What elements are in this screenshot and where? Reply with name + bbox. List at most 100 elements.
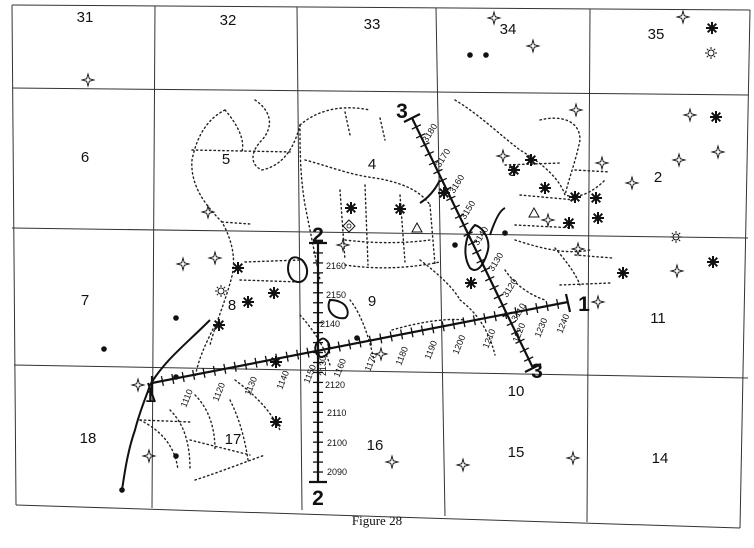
asterisk-icon: [464, 276, 478, 290]
profile-tick: [467, 240, 478, 246]
sparkle-star-icon: [541, 213, 555, 227]
profile-tick: [160, 375, 164, 387]
asterisk-icon: [393, 202, 407, 216]
tick-label: 2150: [326, 290, 346, 300]
tick-label: 3130: [486, 251, 505, 273]
profile-tick: [420, 325, 424, 336]
profile-tick: [202, 367, 206, 378]
asterisk-icon: [591, 211, 605, 225]
tick-label: 3110: [509, 301, 528, 323]
sparkle-star-icon: [496, 149, 510, 163]
profile-tick: [545, 301, 549, 312]
profile-tick: [348, 339, 352, 350]
sparkle-star-icon: [711, 145, 725, 159]
section-label: 31: [77, 9, 94, 26]
profile-tick: [379, 333, 383, 344]
tick-label: 1120: [211, 381, 228, 403]
profile-tick: [233, 361, 237, 372]
profile-tick: [510, 329, 521, 336]
section-label: 11: [650, 310, 666, 327]
asterisk-icon: [616, 266, 630, 280]
profile-tick: [306, 347, 310, 358]
profile-tick: [452, 319, 456, 330]
profile-tick: [212, 365, 216, 376]
section-label: 34: [500, 21, 517, 38]
profile-tick: [389, 331, 393, 342]
profile-tick: [506, 320, 517, 327]
profile-tick: [264, 355, 268, 366]
dot-icon: [101, 346, 107, 352]
tick-label: 2100: [327, 438, 347, 448]
sparkle-star-icon: [336, 238, 350, 252]
triangle-icon: [528, 207, 540, 218]
profile-tick: [462, 317, 466, 328]
profile-tick: [424, 150, 435, 157]
tick-label: 3180: [420, 122, 439, 144]
tick-label: 1130: [243, 375, 260, 397]
profile-tick: [480, 267, 491, 273]
profile-tick: [415, 133, 426, 139]
profile-tick: [489, 284, 499, 291]
sparkle-star-icon: [81, 73, 95, 87]
profile-tick: [502, 311, 512, 318]
section-label: 4: [368, 156, 376, 173]
sparkle-star-icon: [670, 264, 684, 278]
profile-tick: [431, 323, 435, 334]
sparkle-star-icon: [683, 108, 697, 122]
profile-tick: [400, 329, 404, 340]
profile-tick: [223, 363, 227, 374]
dot-icon: [173, 315, 179, 321]
profile-tick: [493, 311, 497, 322]
tick-label: 1190: [423, 339, 440, 361]
sunburst-icon: [214, 284, 228, 298]
profile-tick: [410, 327, 414, 338]
asterisk-icon: [344, 201, 358, 215]
tick-label: 3170: [433, 147, 452, 169]
asterisk-icon: [562, 216, 576, 230]
profile-tick: [556, 298, 560, 310]
sparkle-star-icon: [591, 295, 605, 309]
profile-tick: [368, 335, 372, 346]
tick-label: 1240: [555, 312, 572, 334]
sparkle-star-icon: [176, 257, 190, 271]
profile-tick: [446, 195, 456, 202]
triangle-icon: [411, 222, 423, 233]
profile-tick: [459, 222, 469, 228]
dot-icon: [173, 453, 179, 459]
sparkle-star-icon: [569, 103, 583, 117]
asterisk-icon: [269, 355, 283, 369]
dotted-contours: [139, 99, 613, 481]
asterisk-icon: [524, 153, 538, 167]
profile-tick: [327, 343, 331, 354]
tick-label: 1160: [332, 357, 349, 379]
tick-label: 1200: [451, 333, 468, 355]
profile-2-top-label: 2: [312, 224, 324, 247]
sparkle-star-icon: [625, 176, 639, 190]
dot-icon: [119, 487, 125, 493]
section-label: 35: [648, 26, 665, 43]
tick-label: 2130: [318, 356, 328, 376]
profile-tick: [181, 371, 185, 382]
profile-tick: [296, 349, 300, 360]
tick-label: 2140: [320, 319, 340, 329]
section-label: 16: [367, 437, 384, 454]
profile-tick: [254, 357, 258, 368]
sparkle-star-icon: [571, 242, 585, 256]
profile-tick: [337, 341, 341, 352]
sparkle-star-icon: [526, 39, 540, 53]
asterisk-icon: [538, 181, 552, 195]
section-label: 10: [508, 383, 525, 400]
profile-tick: [285, 351, 289, 362]
sparkle-star-icon: [456, 458, 470, 472]
profile-line-2: 2 2 2160 2150 2140 2130 2120 2110 2100 2…: [309, 224, 347, 510]
profile-tick: [411, 124, 422, 130]
section-label: 33: [364, 16, 381, 33]
profile-tick: [192, 369, 196, 380]
section-label: 7: [81, 292, 89, 309]
dot-icon: [483, 52, 489, 58]
sparkle-star-icon: [595, 156, 609, 170]
tick-label: 1110: [179, 388, 195, 409]
profile-tick: [472, 249, 482, 255]
asterisk-icon: [437, 186, 451, 200]
